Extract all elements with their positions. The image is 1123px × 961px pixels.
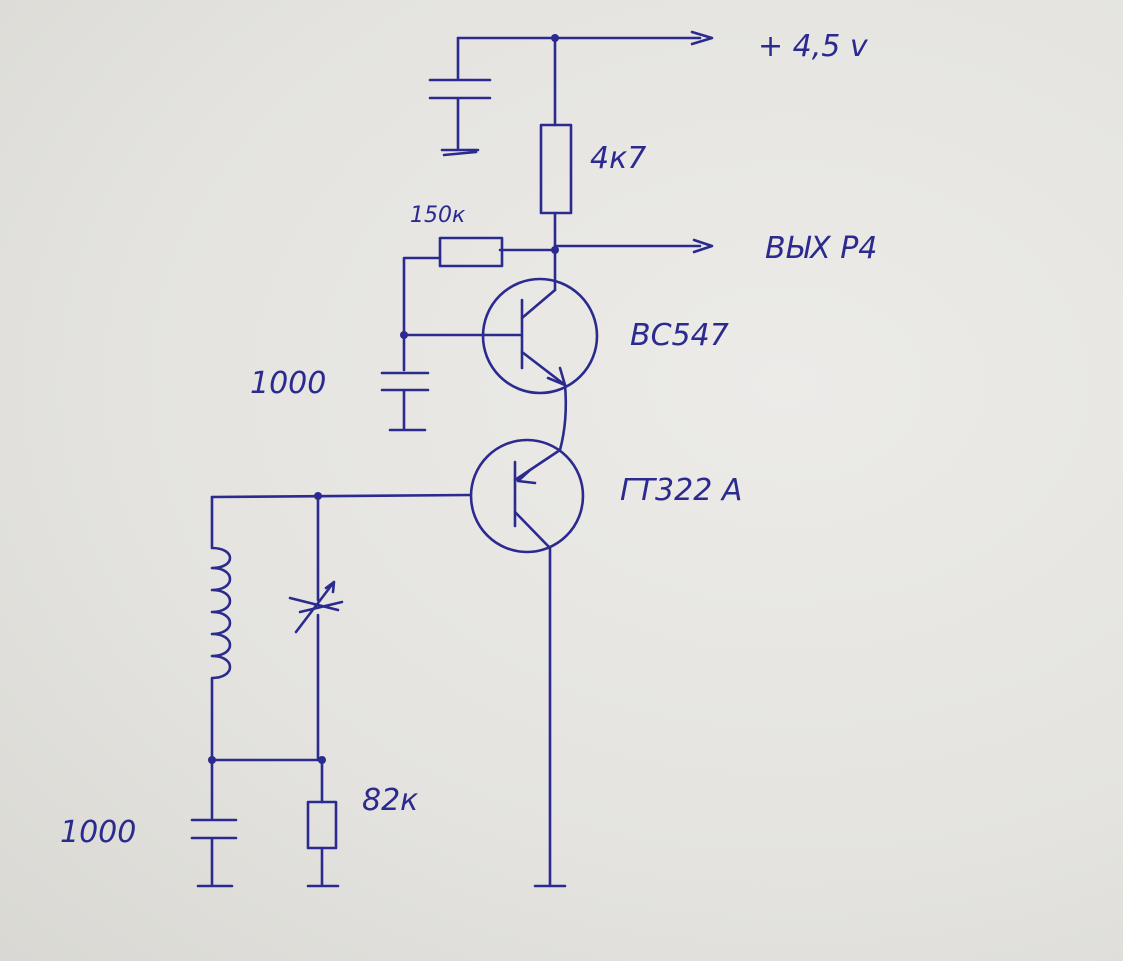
label-r4k7: 4к7: [590, 141, 646, 176]
label-supply: + 4,5 v: [758, 29, 869, 64]
feedback-wire: [402, 248, 557, 337]
output-arrow: [692, 238, 714, 254]
variable-capacitor: [288, 494, 344, 762]
label-output: ВЫХ Р4: [765, 231, 877, 266]
transistor-gt322a: [469, 438, 585, 554]
bottom-capacitor: [190, 758, 238, 888]
resistor-82k: [306, 800, 338, 850]
gt322a-emitter-arrow: [516, 468, 537, 485]
gt322a-emitter: [513, 448, 562, 482]
label-r150k: 150к: [410, 203, 466, 228]
bc547-emitter: [520, 350, 567, 387]
wire-r82k-to-ground: [306, 846, 340, 888]
label-c-bottom: 1000: [60, 815, 136, 850]
base-capacitor: [380, 333, 430, 432]
label-bc547: BC547: [630, 318, 729, 353]
inductor: [210, 495, 232, 762]
label-c-base: 1000: [250, 366, 326, 401]
resistor-150k: [438, 236, 504, 268]
bc547-collector: [520, 288, 557, 320]
label-r82k: 82к: [362, 783, 418, 818]
resistor-4k7: [539, 123, 573, 215]
tank-top-wire: [210, 493, 472, 499]
supply-arrow: [690, 30, 714, 46]
gt322a-collector: [513, 510, 552, 887]
label-gt322a: ГТ322 А: [620, 473, 742, 508]
decoupling-capacitor: [428, 36, 492, 157]
wire-emitter-link: [558, 383, 568, 452]
